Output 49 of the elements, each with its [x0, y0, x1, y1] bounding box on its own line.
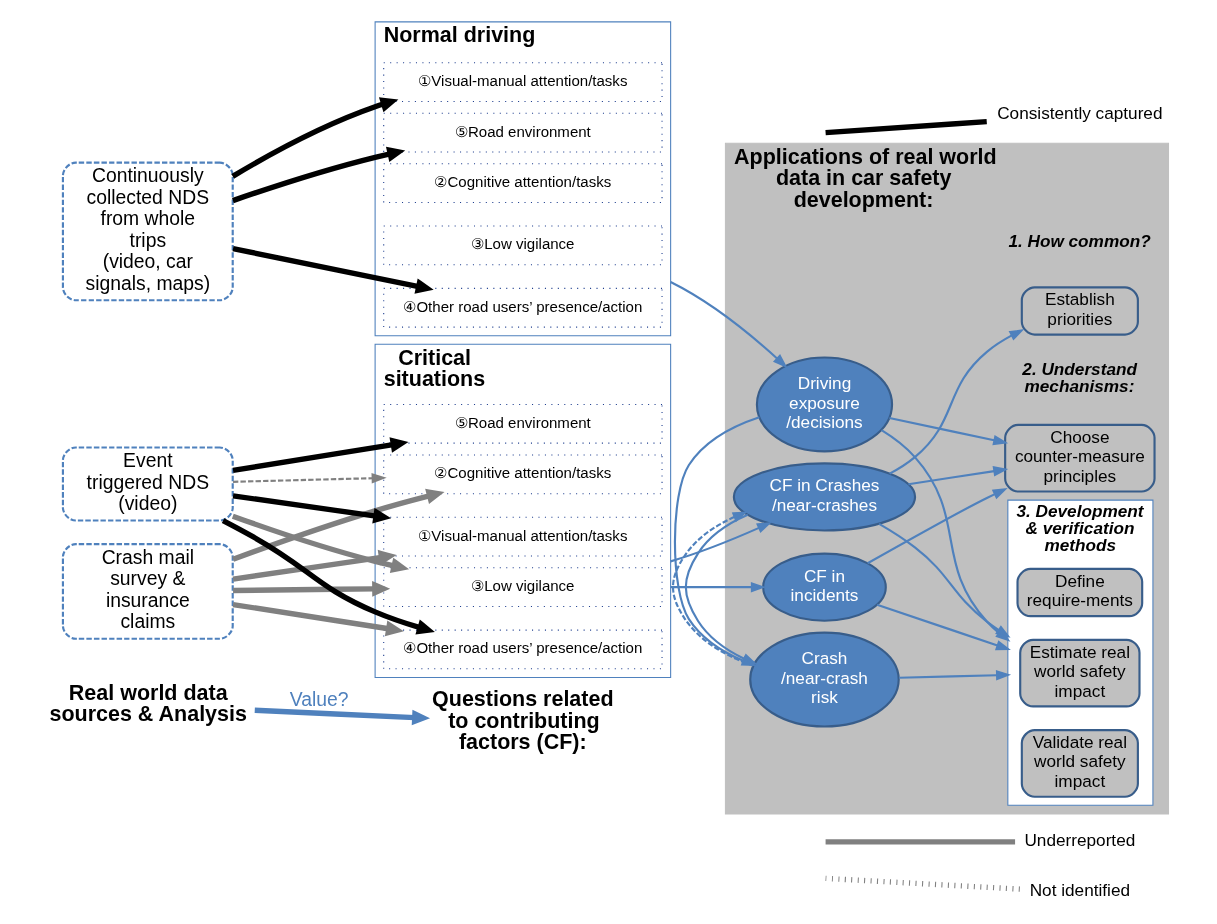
node-ellipse: Crash /near-crash risk — [748, 631, 900, 728]
arrow — [888, 328, 1024, 475]
arrow — [231, 488, 444, 562]
arrow — [669, 280, 788, 368]
arrow — [230, 96, 398, 179]
arrow — [232, 601, 404, 636]
arrow — [898, 669, 1011, 680]
node-box: ④Other road users’ presence/action — [382, 287, 663, 328]
node-text: Questions related to contributing factors (CF): — [431, 686, 614, 754]
arrow — [231, 513, 409, 573]
node-box: ④Other road users’ presence/action — [382, 629, 663, 669]
node-box: Estimate real world safety impact — [1018, 638, 1141, 707]
arrow — [907, 465, 1008, 485]
arrow — [221, 517, 435, 635]
arrow — [232, 492, 391, 523]
arrow — [232, 580, 390, 597]
node-box: ①Visual-manual attention/tasks — [382, 516, 663, 557]
legend-label: Consistently captured — [996, 102, 1162, 123]
arrow — [232, 549, 397, 582]
legend-label: Not identified — [1029, 879, 1130, 900]
arrow — [232, 472, 387, 483]
arrow — [669, 521, 772, 562]
label: 2. Understand mechanisms: — [1021, 358, 1137, 396]
arrow — [866, 487, 1008, 564]
node-box: ②Cognitive attention/tasks — [382, 162, 663, 203]
node-box: ①Visual-manual attention/tasks — [382, 61, 663, 102]
node-box: Establish priorities — [1020, 285, 1139, 336]
node-box: Event triggered NDS (video) — [61, 445, 234, 522]
arrow — [232, 436, 408, 473]
arrow — [231, 146, 405, 203]
arrow — [232, 245, 434, 294]
node-text: Real world data sources & Analysis — [48, 680, 247, 726]
node-box: Define require-ments — [1015, 567, 1143, 617]
arrow — [888, 416, 1008, 445]
node-box: Choose counter-measure principles — [1003, 423, 1156, 493]
legend-label: Underreported — [1023, 829, 1135, 850]
arrow — [254, 707, 430, 725]
node-box: Validate real world safety impact — [1020, 728, 1139, 798]
node-box: Crash mail survey & insurance claims — [61, 542, 234, 640]
node-ellipse: CF in incidents — [761, 552, 887, 622]
node-box: Continuously collected NDS from whole trips (video, car signals, maps) — [61, 161, 234, 301]
arrow — [670, 581, 766, 592]
node-box: ⑤Road environment — [382, 403, 663, 444]
edge-label: Value? — [289, 687, 349, 710]
node-box: ⑤Road environment — [382, 112, 663, 152]
label: 1. How common? — [1007, 230, 1151, 251]
node-box: ②Cognitive attention/tasks — [382, 453, 663, 494]
node-box: ③Low vigilance — [382, 566, 663, 607]
node-box: ③Low vigilance — [382, 225, 663, 265]
